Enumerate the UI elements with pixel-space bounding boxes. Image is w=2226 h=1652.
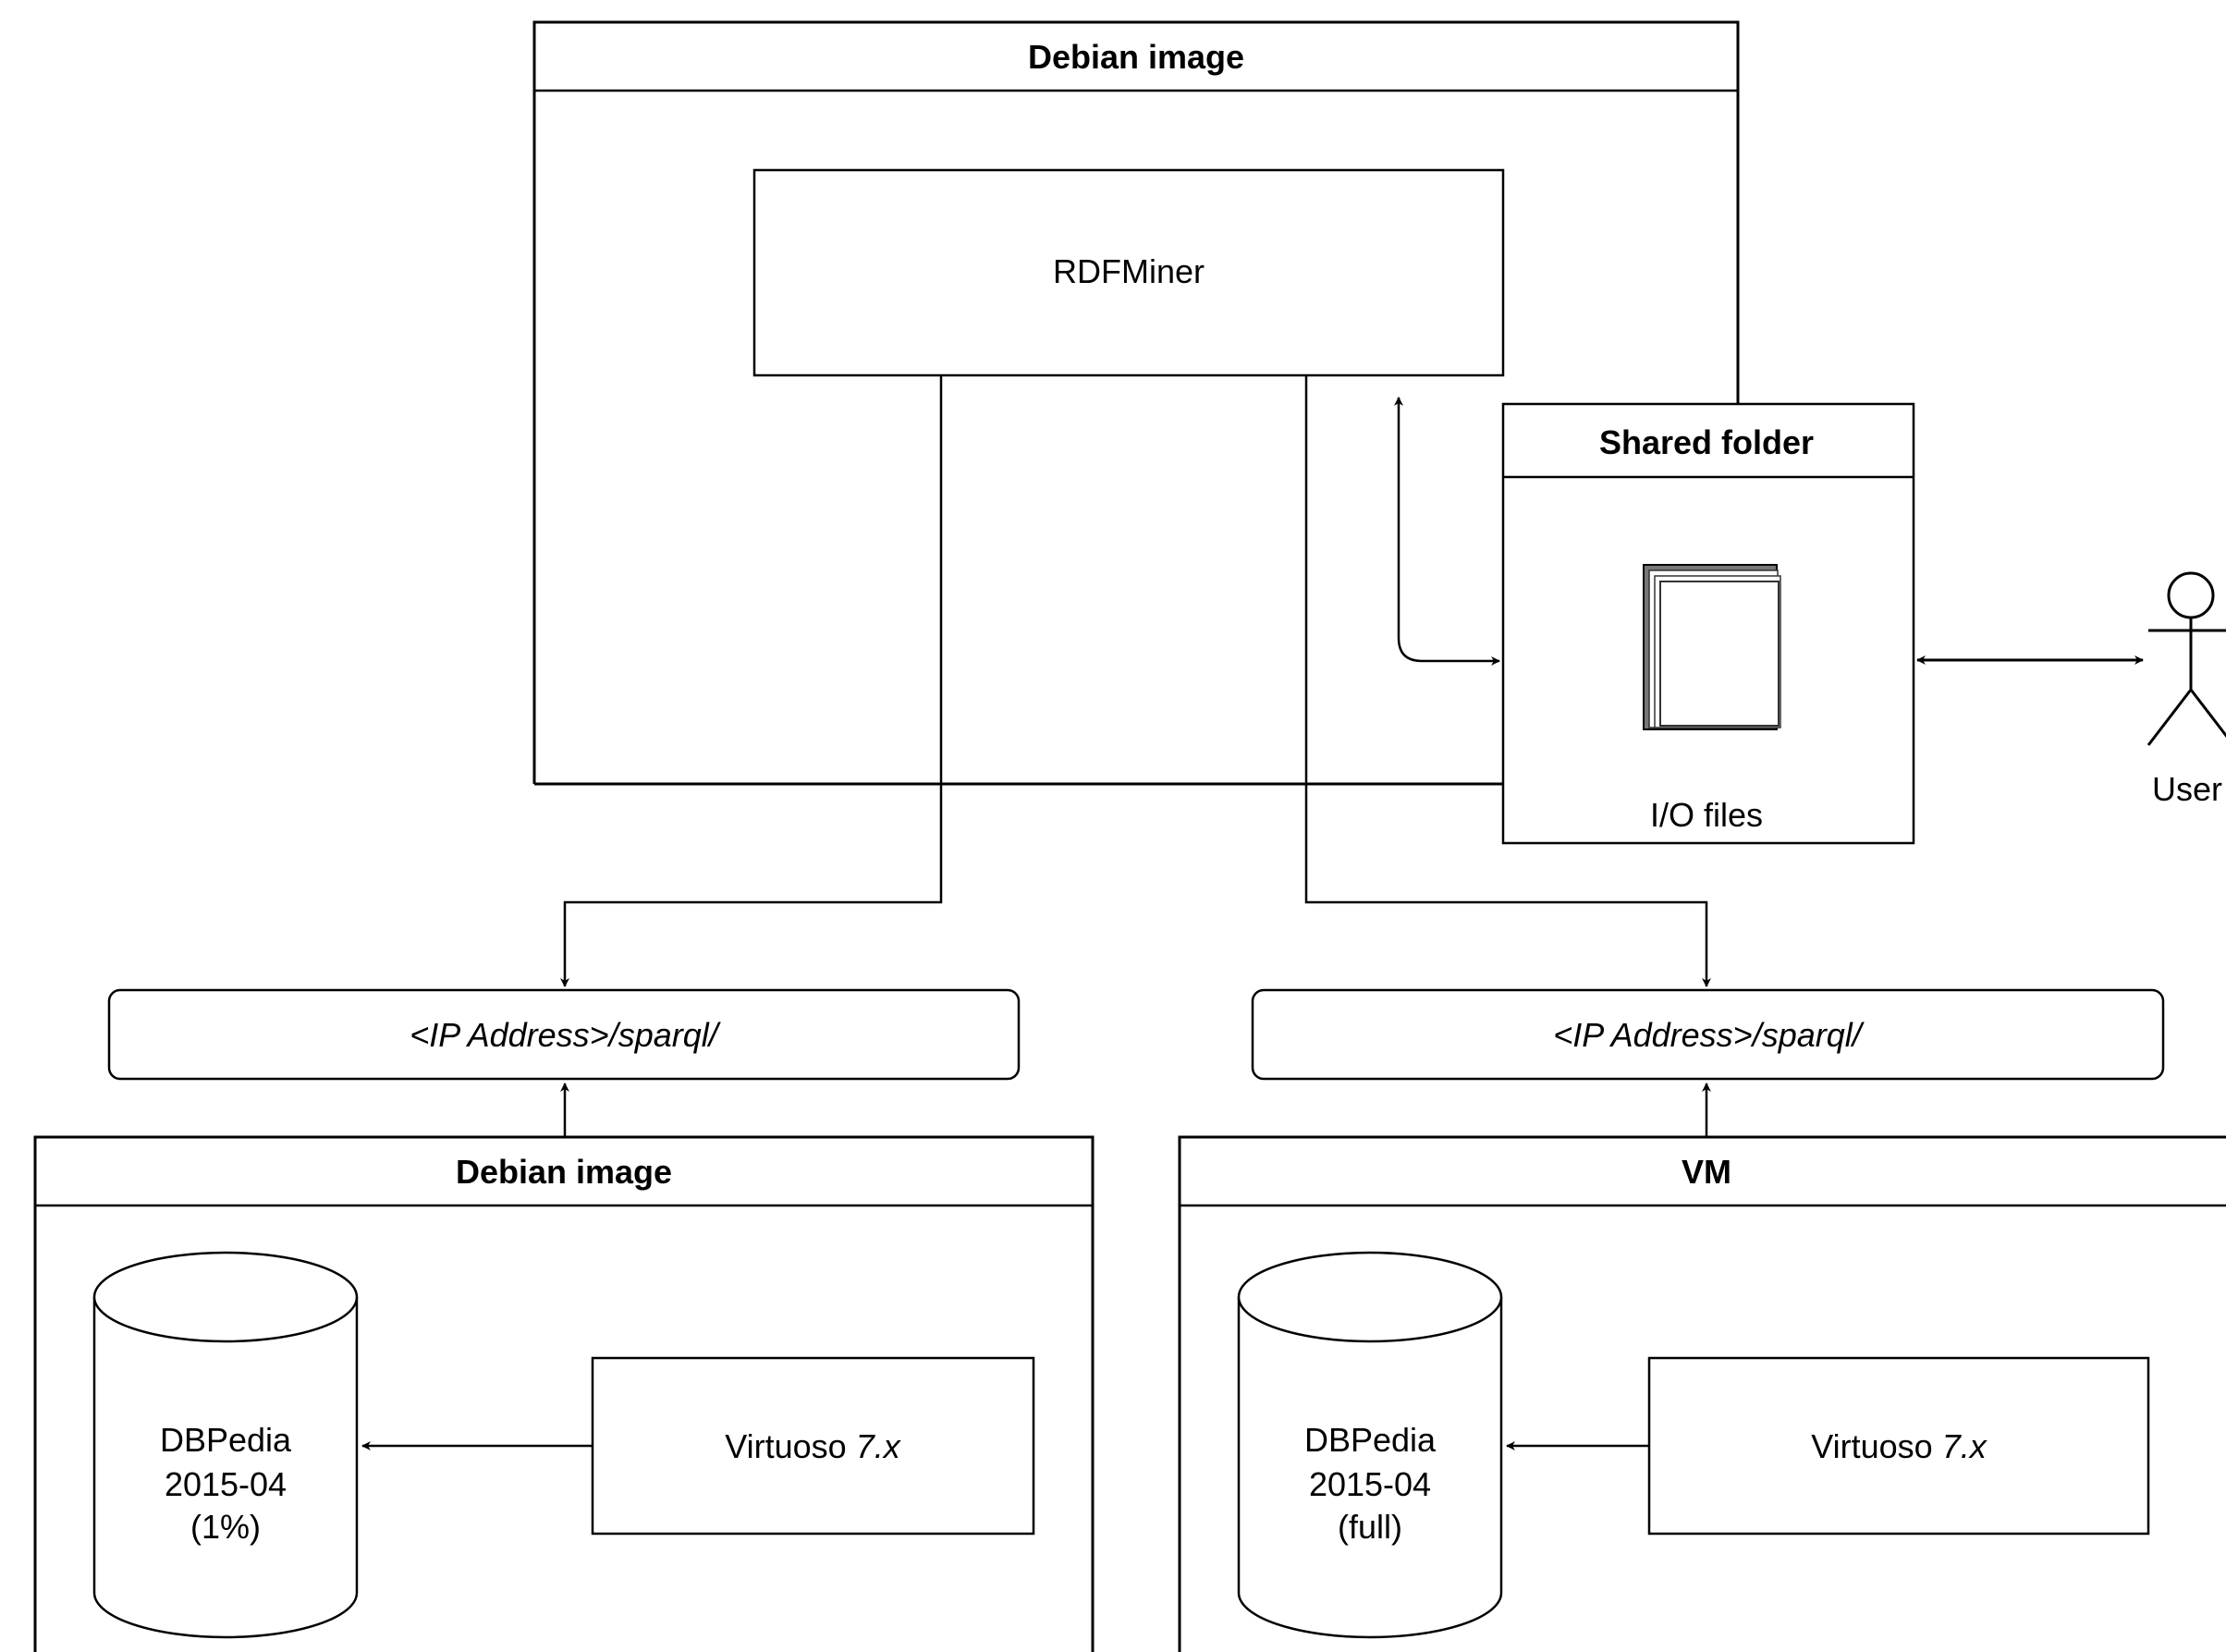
rdfminer-box: RDFMiner [752, 168, 1505, 377]
sparql-endpoint-left-label: <IP Address>/sparql/ [410, 1016, 722, 1054]
database-cylinder-icon [92, 1251, 359, 1343]
virtuoso-version: 7.x [856, 1427, 902, 1465]
database-line-3: (1%) [190, 1508, 261, 1546]
virtuoso-version: 7.x [1942, 1427, 1988, 1465]
svg-text:Virtuoso 7.x: Virtuoso 7.x [725, 1427, 901, 1465]
shared-folder-container: Shared folder I/O files [1501, 402, 1915, 845]
virtuoso-server-box-left: Virtuoso 7.x [591, 1356, 1035, 1536]
top-container-title: Debian image [1028, 38, 1244, 76]
user-icon [2146, 571, 2226, 746]
vm-container: VM DBPedia 2015-04 (full) Virtuoso 7.x [1178, 1135, 2226, 1652]
documents-icon [1643, 564, 1781, 730]
database-line-2: 2015-04 [1309, 1465, 1431, 1503]
sparql-endpoint-right: <IP Address>/sparql/ [1251, 988, 2165, 1081]
dbpedia-full-database: DBPedia 2015-04 (full) [1237, 1251, 1503, 1639]
database-line-1: DBPedia [160, 1421, 292, 1459]
sparql-endpoint-right-label: <IP Address>/sparql/ [1553, 1016, 1865, 1054]
database-line-2: 2015-04 [165, 1465, 287, 1503]
sparql-endpoint-left: <IP Address>/sparql/ [107, 988, 1021, 1081]
top-debian-image-container: Debian image [532, 20, 1740, 786]
database-cylinder-icon [1237, 1251, 1503, 1343]
dbpedia-sample-database: DBPedia 2015-04 (1%) [92, 1251, 359, 1639]
virtuoso-server-box-right: Virtuoso 7.x [1647, 1356, 2150, 1536]
database-line-1: DBPedia [1304, 1421, 1437, 1459]
user-label: User [2152, 770, 2222, 808]
io-files-label: I/O files [1650, 796, 1763, 834]
bottom-debian-image-container: Debian image DBPedia 2015-04 (1%) Virtuo… [33, 1135, 1095, 1652]
rdfminer-shared-folder-arrow [1394, 397, 1500, 666]
virtuoso-name: Virtuoso [1811, 1427, 1941, 1465]
rdfminer-label: RDFMiner [1053, 252, 1205, 290]
database-line-3: (full) [1338, 1508, 1402, 1546]
bottom-left-container-title: Debian image [456, 1153, 672, 1191]
user-actor: User [2146, 571, 2226, 808]
rdfminer-to-endpoint-right-arrow [1304, 375, 1711, 987]
svg-text:Virtuoso 7.x: Virtuoso 7.x [1811, 1427, 1988, 1465]
vm-container-title: VM [1682, 1153, 1731, 1191]
shared-folder-title: Shared folder [1599, 423, 1814, 461]
connectors [560, 375, 2144, 1137]
rdfminer-to-endpoint-left-arrow [560, 375, 943, 987]
virtuoso-name: Virtuoso [725, 1427, 855, 1465]
